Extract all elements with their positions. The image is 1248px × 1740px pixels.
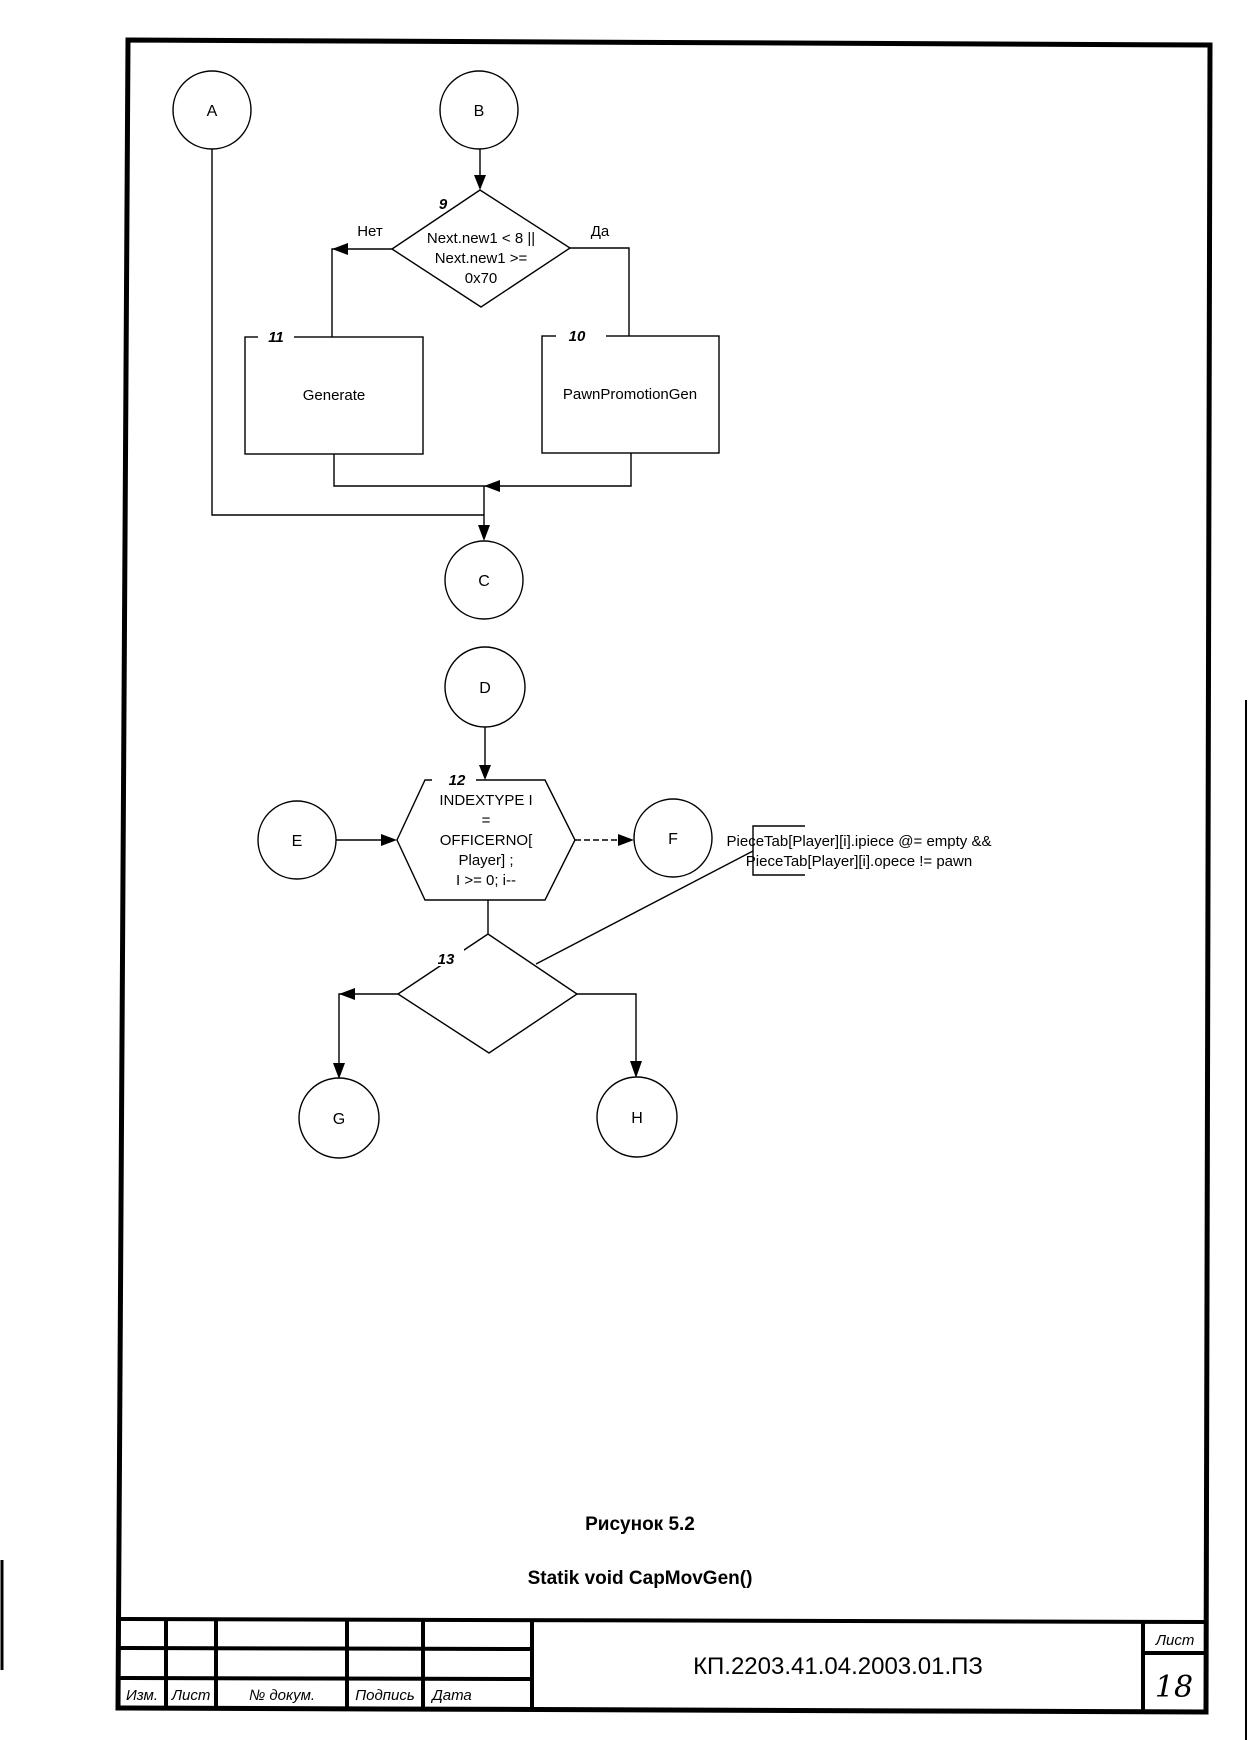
connector-b-label: B xyxy=(474,103,485,120)
block-number: 13 xyxy=(438,951,455,968)
sheet-number: 18 xyxy=(1155,1670,1193,1705)
flow-line-yes xyxy=(570,247,630,336)
connector-a: A xyxy=(172,70,252,150)
arrow-down-icon xyxy=(630,1061,642,1078)
connector-h: H xyxy=(596,1076,678,1158)
connector-a-label: A xyxy=(207,103,218,120)
process-11: 11 Generate xyxy=(244,329,424,455)
connector-c-label: C xyxy=(478,573,490,590)
connector-g: G xyxy=(298,1077,380,1159)
block-number: 11 xyxy=(268,329,284,346)
arrow-right-icon xyxy=(618,834,634,846)
loop-text: Player] ; xyxy=(458,852,513,869)
document-code: КП.2203.41.04.2003.01.ПЗ xyxy=(693,1653,983,1680)
flow-line-merge-left xyxy=(333,454,484,487)
process-label: PawnPromotionGen xyxy=(563,386,697,403)
connector-e-label: E xyxy=(292,833,303,850)
comment-text: PieceTab[Player][i].opece != pawn xyxy=(746,853,972,870)
flow-line-a xyxy=(211,149,484,516)
connector-b: B xyxy=(439,70,519,150)
arrow-down-icon xyxy=(479,765,491,780)
connector-d-label: D xyxy=(479,680,491,697)
arrow-right-icon xyxy=(381,834,397,846)
arrow-left-icon xyxy=(332,243,348,255)
branch-label-no: Нет xyxy=(357,223,383,240)
title-block-header: Дата xyxy=(430,1687,472,1704)
decision-13: 13 xyxy=(396,933,579,1054)
connector-f-label: F xyxy=(668,831,678,848)
flow-line-to-h xyxy=(577,993,637,1062)
figure-title: Statik void CapMovGen() xyxy=(528,1568,753,1589)
arrow-left-icon xyxy=(484,480,500,492)
flow-line-merge-right xyxy=(484,453,632,487)
connector-c: C xyxy=(444,540,524,620)
block-number: 10 xyxy=(569,328,586,345)
arrow-down-icon xyxy=(333,1063,345,1079)
title-block-header: Лист xyxy=(171,1687,211,1704)
title-block-header: № докум. xyxy=(249,1687,315,1704)
figure-caption: Рисунок 5.2 xyxy=(585,1514,695,1535)
process-10: 10 PawnPromotionGen xyxy=(541,328,720,454)
loop-text: OFFICERNO[ xyxy=(440,832,533,849)
process-label: Generate xyxy=(303,387,366,404)
connector-f: F xyxy=(633,798,713,878)
comment-leader-line xyxy=(535,850,754,965)
arrow-down-icon xyxy=(474,175,486,190)
drawing-frame xyxy=(115,37,1213,1715)
comment-bracket xyxy=(752,825,805,876)
flow-line-no xyxy=(331,248,392,337)
loop-text: I >= 0; i-- xyxy=(456,872,516,889)
connector-d: D xyxy=(444,646,526,728)
decision-text: Next.new1 >= xyxy=(435,250,528,267)
loop-text: INDEXTYPE I xyxy=(439,792,532,809)
arrow-left-icon xyxy=(339,988,355,1000)
sheet-label: Лист xyxy=(1155,1632,1195,1649)
loop-12: 12 INDEXTYPE I = OFFICERNO[ Player] ; I … xyxy=(396,772,576,901)
branch-label-yes: Да xyxy=(591,223,610,240)
block-number: 9 xyxy=(439,196,448,213)
decision-9: 9 Next.new1 < 8 || Next.new1 >= 0x70 xyxy=(390,189,572,308)
decision-text: Next.new1 < 8 || xyxy=(427,230,535,247)
title-block-header: Подпись xyxy=(355,1687,415,1704)
loop-text: = xyxy=(482,812,491,829)
arrow-down-icon xyxy=(478,525,490,541)
connector-g-label: G xyxy=(333,1111,345,1128)
comment-text: PieceTab[Player][i].ipiece @= empty && xyxy=(727,833,992,850)
block-number: 12 xyxy=(449,772,466,789)
connector-h-label: H xyxy=(631,1110,643,1127)
title-block xyxy=(117,1617,1208,1713)
decision-text: 0x70 xyxy=(465,270,498,287)
flow-line-to-g xyxy=(338,993,398,1064)
connector-e: E xyxy=(257,800,337,880)
title-block-header: Изм. xyxy=(126,1687,158,1704)
